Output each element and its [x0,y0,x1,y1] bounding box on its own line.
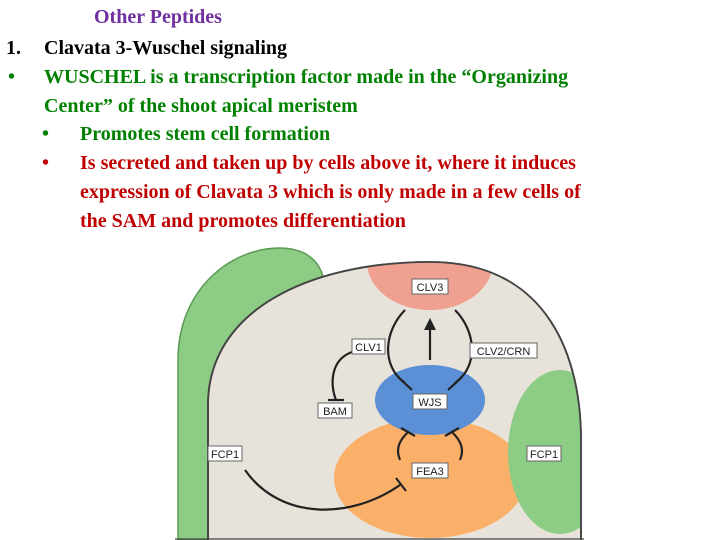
sub-bullet-marker: • [42,152,50,174]
fcp1-left-label: FCP1 [211,449,239,461]
label-clv3: CLV3 [411,278,449,295]
list-number: 1. [6,37,21,59]
clv3-label: CLV3 [417,282,444,294]
label-fcp1-left: FCP1 [207,445,243,462]
label-bam: BAM [317,402,353,419]
bam-label: BAM [323,406,347,418]
list-item-text: WUSCHEL is a transcription factor made i… [44,66,569,88]
clv2crn-label: CLV2/CRN [477,346,531,358]
sub-item-text: Promotes stem cell formation [80,123,331,145]
clv1-label: CLV1 [355,342,382,354]
bullet-marker: • [8,66,16,88]
sub-item-text: expression of Clavata 3 which is only ma… [80,181,581,203]
sub-bullet-marker: • [42,123,50,145]
label-wjs: WJS [412,393,448,410]
sub-item-text: the SAM and promotes differentiation [80,210,406,232]
list-item-text: Clavata 3-Wuschel signaling [44,37,287,59]
wjs-label: WJS [418,397,441,409]
label-fea3: FEA3 [411,462,449,479]
slide-title: Other Peptides [94,6,222,28]
sub-item-text: Is secreted and taken up by cells above … [80,152,576,174]
label-fcp1-right: FCP1 [526,445,562,462]
label-clv2crn: CLV2/CRN [469,342,538,359]
list-item-text: Center” of the shoot apical meristem [44,95,358,117]
fcp1-right-label: FCP1 [530,449,558,461]
fea3-label: FEA3 [416,466,444,478]
label-clv1: CLV1 [351,338,386,355]
clv3-zone [367,262,493,310]
